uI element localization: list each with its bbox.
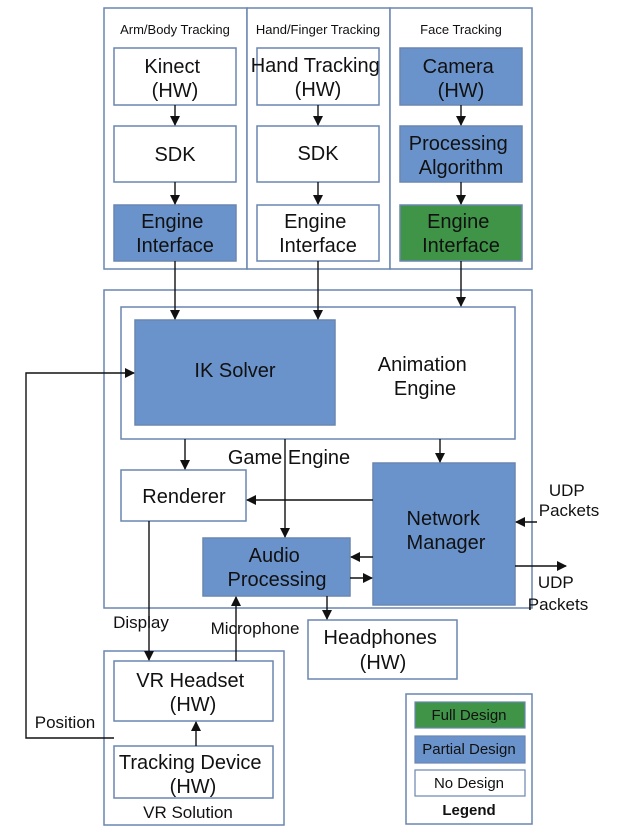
engine-interface-face-box: Engine Interface	[399, 204, 523, 262]
kinect-label: Kinect (HW)	[144, 56, 205, 102]
camera-label: Camera (HW)	[423, 56, 500, 102]
engine-interface-face-label: Engine Interface	[422, 211, 500, 257]
position-label: Position	[35, 713, 95, 732]
legend-full-design: Full Design	[431, 707, 506, 724]
face-tracking-title: Face Tracking	[420, 22, 502, 37]
connectors	[25, 105, 567, 746]
audio-processing-box: Audio Processing	[202, 537, 351, 597]
network-manager-label: Network Manager	[407, 508, 486, 554]
headphones-label: Headphones (HW)	[324, 627, 443, 674]
sdk-arm-box: SDK	[113, 125, 237, 183]
engine-interface-hand-box: Engine Interface	[256, 204, 380, 262]
renderer-label: Renderer	[142, 486, 226, 508]
udp-out-label: UDP Packets	[528, 573, 588, 614]
hand-finger-tracking-title: Hand/Finger Tracking	[256, 22, 380, 37]
legend-title: Legend	[442, 802, 495, 819]
arrow-position-to-ik	[25, 368, 135, 739]
display-label: Display	[113, 613, 169, 632]
renderer-box: Renderer	[120, 469, 247, 522]
processing-algorithm-box: Processing Algorithm	[399, 125, 523, 183]
legend-swatch-full-design	[414, 701, 526, 729]
engine-interface-arm-label: Engine Interface	[136, 211, 214, 257]
legend-no-design: No Design	[434, 775, 504, 792]
sdk-arm-label: SDK	[154, 144, 196, 166]
vr-headset-box: VR Headset (HW)	[113, 660, 274, 722]
hand-tracking-label: Hand Tracking (HW)	[251, 55, 386, 101]
arm-body-tracking-title: Arm/Body Tracking	[120, 22, 230, 37]
game-engine-title: Game Engine	[228, 447, 350, 469]
audio-processing-label: Audio Processing	[228, 545, 327, 591]
ik-solver-label: IK Solver	[194, 360, 275, 382]
hand-tracking-box: Hand Tracking (HW)	[251, 47, 386, 106]
processing-algorithm-label: Processing Algorithm	[409, 133, 514, 179]
tracking-device-box: Tracking Device (HW)	[113, 745, 274, 799]
legend: Full Design Partial Design No Design Leg…	[405, 693, 533, 825]
camera-box: Camera (HW)	[399, 47, 523, 106]
udp-in-label: UDP Packets	[539, 481, 599, 520]
engine-interface-hand-label: Engine Interface	[279, 211, 357, 257]
microphone-label: Microphone	[211, 619, 300, 638]
sdk-hand-label: SDK	[297, 143, 339, 165]
vr-solution-title: VR Solution	[143, 803, 233, 822]
animation-engine-label: Animation Engine	[378, 354, 473, 400]
legend-partial-design: Partial Design	[422, 741, 515, 758]
engine-interface-arm-box: Engine Interface	[113, 204, 237, 262]
headphones-box: Headphones (HW)	[307, 619, 458, 680]
ik-solver-box: IK Solver	[134, 319, 336, 426]
kinect-box: Kinect (HW)	[113, 47, 237, 106]
legend-swatch-partial-design	[414, 735, 526, 764]
sdk-hand-box: SDK	[256, 125, 380, 183]
vr-headset-label: VR Headset (HW)	[136, 670, 249, 716]
legend-swatch-no-design	[414, 769, 526, 797]
network-manager-box: Network Manager	[372, 462, 516, 606]
tracking-device-label: Tracking Device (HW)	[119, 752, 267, 798]
